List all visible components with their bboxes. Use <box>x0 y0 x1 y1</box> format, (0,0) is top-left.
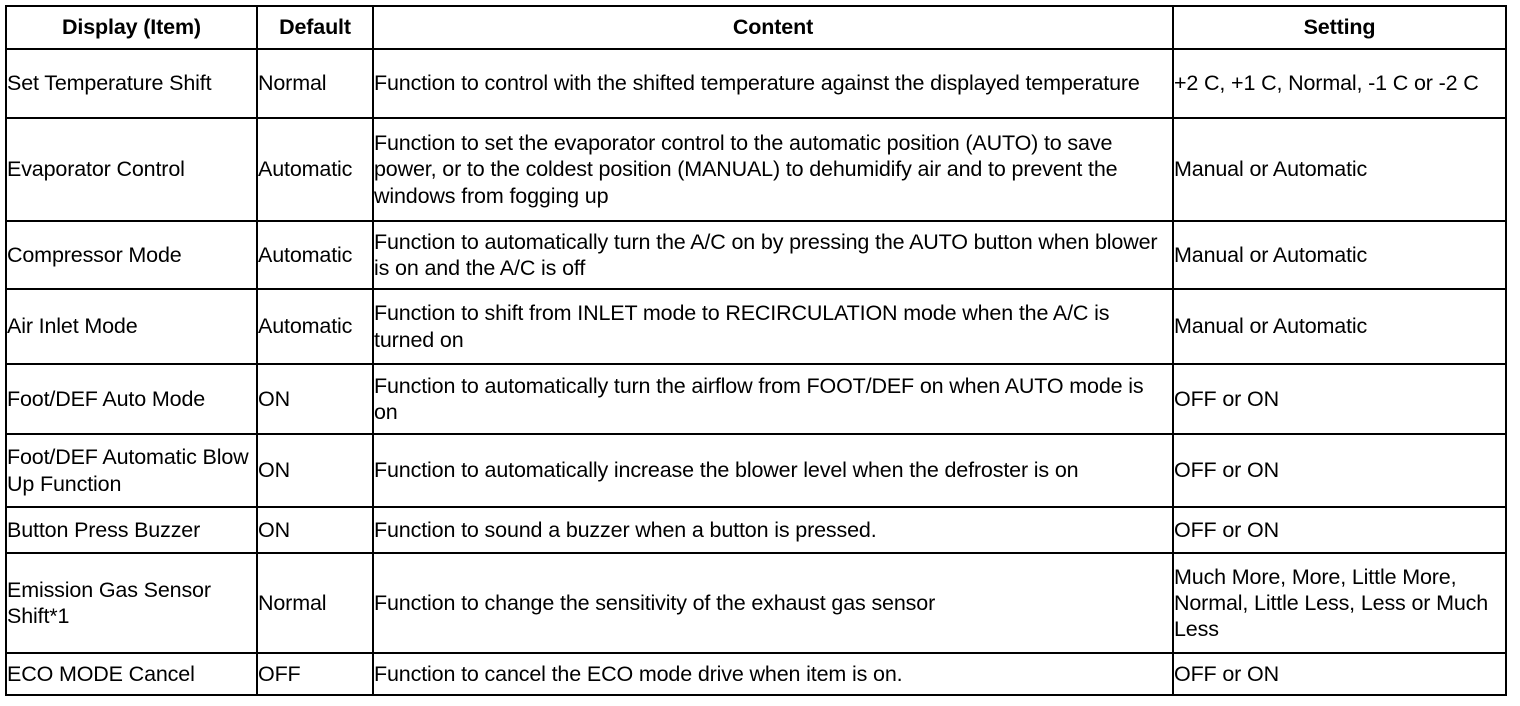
cell-item: Foot/DEF Automatic Blow Up Function <box>5 433 258 508</box>
cell-content: Function to sound a buzzer when a button… <box>372 506 1174 554</box>
column-header-setting: Setting <box>1172 5 1507 50</box>
cell-default: ON <box>256 363 374 435</box>
cell-default: Automatic <box>256 220 374 290</box>
cell-content: Function to change the sensitivity of th… <box>372 552 1174 654</box>
table-row: Set Temperature Shift Normal Function to… <box>5 48 1507 119</box>
cell-default: Normal <box>256 552 374 654</box>
cell-setting: Manual or Automatic <box>1172 288 1507 365</box>
settings-specification-table: Display (Item) Default Content Setting S… <box>5 5 1507 696</box>
cell-setting: Manual or Automatic <box>1172 117 1507 222</box>
table-row: Foot/DEF Auto Mode ON Function to automa… <box>5 363 1507 435</box>
table-row: Button Press Buzzer ON Function to sound… <box>5 506 1507 554</box>
column-header-default: Default <box>256 5 374 50</box>
table-header: Display (Item) Default Content Setting <box>5 5 1507 50</box>
cell-setting: OFF or ON <box>1172 433 1507 508</box>
cell-default: ON <box>256 506 374 554</box>
column-header-content: Content <box>372 5 1174 50</box>
cell-setting: OFF or ON <box>1172 652 1507 696</box>
table-row: Compressor Mode Automatic Function to au… <box>5 220 1507 290</box>
cell-setting: +2 C, +1 C, Normal, -1 C or -2 C <box>1172 48 1507 119</box>
table-row: ECO MODE Cancel OFF Function to cancel t… <box>5 652 1507 696</box>
cell-content: Function to control with the shifted tem… <box>372 48 1174 119</box>
cell-setting: Much More, More, Little More, Normal, Li… <box>1172 552 1507 654</box>
cell-item: Air Inlet Mode <box>5 288 258 365</box>
cell-content: Function to set the evaporator control t… <box>372 117 1174 222</box>
cell-content: Function to automatically turn the A/C o… <box>372 220 1174 290</box>
cell-setting: Manual or Automatic <box>1172 220 1507 290</box>
cell-default: Normal <box>256 48 374 119</box>
header-row: Display (Item) Default Content Setting <box>5 5 1507 50</box>
column-header-display-item: Display (Item) <box>5 5 258 50</box>
table-row: Evaporator Control Automatic Function to… <box>5 117 1507 222</box>
cell-default: Automatic <box>256 288 374 365</box>
cell-content: Function to cancel the ECO mode drive wh… <box>372 652 1174 696</box>
cell-setting: OFF or ON <box>1172 506 1507 554</box>
cell-default: ON <box>256 433 374 508</box>
cell-item: Button Press Buzzer <box>5 506 258 554</box>
table-body: Set Temperature Shift Normal Function to… <box>5 48 1507 696</box>
cell-default: OFF <box>256 652 374 696</box>
table-row: Air Inlet Mode Automatic Function to shi… <box>5 288 1507 365</box>
cell-default: Automatic <box>256 117 374 222</box>
cell-item: Compressor Mode <box>5 220 258 290</box>
table-row: Emission Gas Sensor Shift*1 Normal Funct… <box>5 552 1507 654</box>
cell-content: Function to automatically increase the b… <box>372 433 1174 508</box>
cell-item: Set Temperature Shift <box>5 48 258 119</box>
cell-item: Evaporator Control <box>5 117 258 222</box>
cell-item: Foot/DEF Auto Mode <box>5 363 258 435</box>
cell-content: Function to automatically turn the airfl… <box>372 363 1174 435</box>
table-row: Foot/DEF Automatic Blow Up Function ON F… <box>5 433 1507 508</box>
cell-content: Function to shift from INLET mode to REC… <box>372 288 1174 365</box>
cell-item: Emission Gas Sensor Shift*1 <box>5 552 258 654</box>
cell-setting: OFF or ON <box>1172 363 1507 435</box>
cell-item: ECO MODE Cancel <box>5 652 258 696</box>
